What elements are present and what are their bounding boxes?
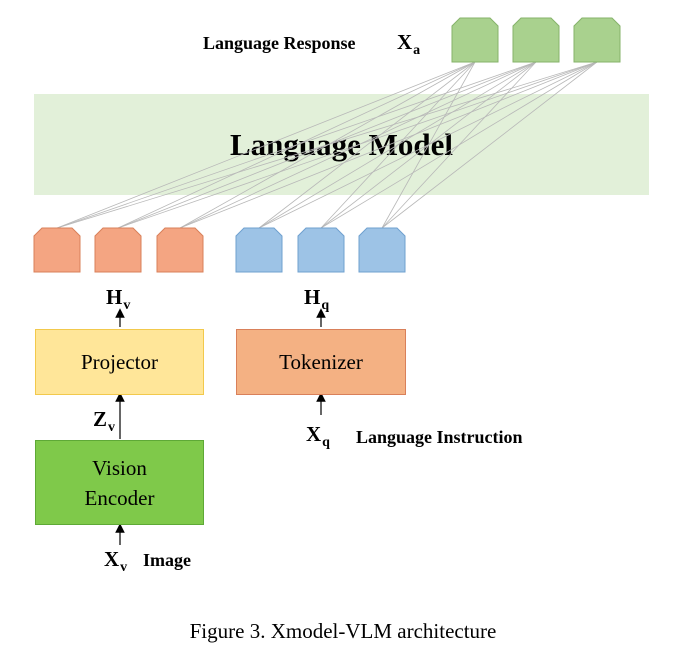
connection-line xyxy=(179,61,598,229)
hv-variable: Hv xyxy=(106,285,131,313)
connection-line xyxy=(258,61,476,229)
tokenizer-block: Tokenizer xyxy=(236,329,406,395)
connection-line xyxy=(117,61,476,229)
connection-line xyxy=(179,61,537,229)
response-token xyxy=(512,17,560,63)
tokenizer-label: Tokenizer xyxy=(279,349,363,374)
response-token xyxy=(573,17,621,63)
image-label: Image xyxy=(143,550,191,570)
visual-token xyxy=(94,227,142,273)
visual-token xyxy=(33,227,81,273)
text-token xyxy=(358,227,406,273)
language-model-label: Language Model xyxy=(229,126,454,162)
projector-label: Projector xyxy=(81,349,158,374)
connection-line xyxy=(381,61,537,229)
visual-token xyxy=(156,227,204,273)
tokens xyxy=(33,17,621,273)
arrows xyxy=(115,308,326,545)
language-instruction-label: Language Instruction xyxy=(356,427,523,447)
connection-line xyxy=(320,61,476,229)
text-token xyxy=(235,227,283,273)
vision-encoder-label-line2: Encoder xyxy=(84,485,155,510)
connection-line xyxy=(381,61,476,229)
vision-encoder-block: Vision Encoder xyxy=(35,440,204,525)
language-response-label: Language Response xyxy=(203,33,356,53)
figure-caption: Figure 3. Xmodel-VLM architecture xyxy=(189,619,497,643)
vision-encoder-label-line1: Vision xyxy=(92,455,147,480)
projector-block: Projector xyxy=(35,329,204,395)
text-token xyxy=(297,227,345,273)
connection-line xyxy=(56,61,476,229)
hq-variable: Hq xyxy=(304,285,330,313)
response-token xyxy=(451,17,499,63)
connection-line xyxy=(381,61,598,229)
xv-variable: Xv xyxy=(104,547,128,575)
xa-variable: Xa xyxy=(397,30,421,58)
token-connections xyxy=(56,61,598,229)
zv-variable: Zv xyxy=(93,407,116,435)
connection-line xyxy=(179,61,476,229)
xq-variable: Xq xyxy=(306,422,330,450)
